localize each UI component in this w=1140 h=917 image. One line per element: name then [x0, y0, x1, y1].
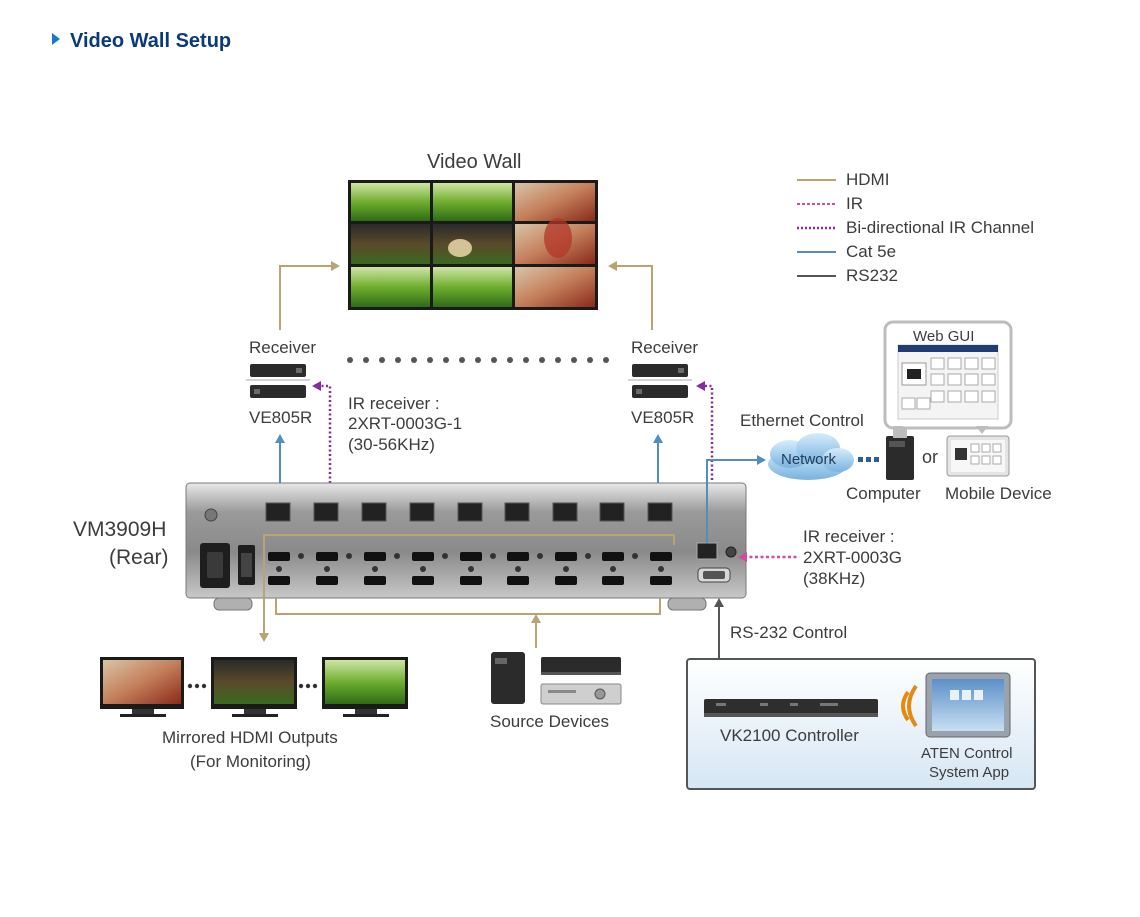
aten-app-line1: ATEN Control — [921, 745, 1013, 762]
receiver-right-label: Receiver — [631, 338, 699, 357]
ir-receiver-top-line1: IR receiver : — [348, 394, 440, 413]
receiver-left-model: VE805R — [249, 408, 313, 427]
network-label: Network — [781, 451, 837, 468]
ethernet-control-label: Ethernet Control — [740, 411, 864, 430]
web-gui-label: Web GUI — [913, 328, 975, 345]
legend-label-cat5e: Cat 5e — [846, 242, 897, 261]
mobile-device-label: Mobile Device — [945, 484, 1052, 503]
legend-label-hdmi: HDMI — [846, 170, 890, 189]
hdmi-arrow-up — [531, 614, 541, 623]
video-wall — [348, 180, 598, 310]
controller-label: VK2100 Controller — [720, 726, 859, 745]
legend — [797, 179, 836, 277]
or-label: or — [922, 447, 939, 467]
hdmi-arrow-down — [259, 633, 269, 642]
bi-ir-arrow-right — [696, 381, 705, 391]
receiver-right-device — [628, 364, 692, 398]
ir-receiver-right-line1: IR receiver : — [803, 527, 895, 546]
video-wall-label: Video Wall — [427, 151, 522, 173]
ir-receiver-top-line2: 2XRT-0003G-1 — [348, 414, 463, 433]
legend-label-ir: IR — [846, 194, 863, 213]
source-devices — [491, 652, 622, 705]
legend-label-bi-ir: Bi-directional IR Channel — [846, 218, 1035, 237]
matrix-side: (Rear) — [109, 546, 169, 569]
mirrored-line2: (For Monitoring) — [190, 752, 311, 771]
computer-device — [886, 428, 914, 480]
mirrored-monitors — [100, 657, 408, 717]
source-devices-label: Source Devices — [490, 712, 610, 731]
web-gui-bubble — [883, 320, 1013, 436]
mirrored-line1: Mirrored HDMI Outputs — [162, 728, 338, 747]
network-dots — [858, 457, 879, 462]
ir-receiver-right-line2: 2XRT-0003G — [803, 548, 902, 567]
matrix-model: VM3909H — [73, 518, 167, 541]
network-cloud — [768, 433, 854, 480]
play-triangle-icon — [52, 33, 60, 45]
bi-ir-arrow-left — [312, 381, 321, 391]
rs232-arrow-up — [714, 598, 724, 607]
hdmi-chassis-lines — [263, 534, 675, 648]
ir-receiver-right-line3: (38KHz) — [803, 569, 866, 588]
rs232-control-label: RS-232 Control — [730, 623, 848, 642]
cat5e-network-line — [706, 459, 758, 543]
ellipsis-dots — [347, 357, 609, 363]
page-title: Video Wall Setup — [52, 30, 231, 53]
mobile-device — [946, 435, 1010, 477]
vm3909h-chassis — [185, 482, 747, 611]
hdmi-to-wall-lines — [279, 261, 653, 330]
receiver-left-device — [246, 364, 310, 398]
legend-label-rs232: RS232 — [846, 266, 898, 285]
aten-app-line2: System App — [929, 764, 1010, 781]
computer-label: Computer — [846, 484, 921, 503]
receiver-right-model: VE805R — [631, 408, 695, 427]
cat5e-arrow-right — [757, 455, 766, 465]
receiver-left-label: Receiver — [249, 338, 317, 357]
ir-receiver-top-line3: (30-56KHz) — [348, 435, 435, 454]
ir-arrow-left — [738, 552, 747, 562]
controller-box — [686, 658, 1036, 790]
